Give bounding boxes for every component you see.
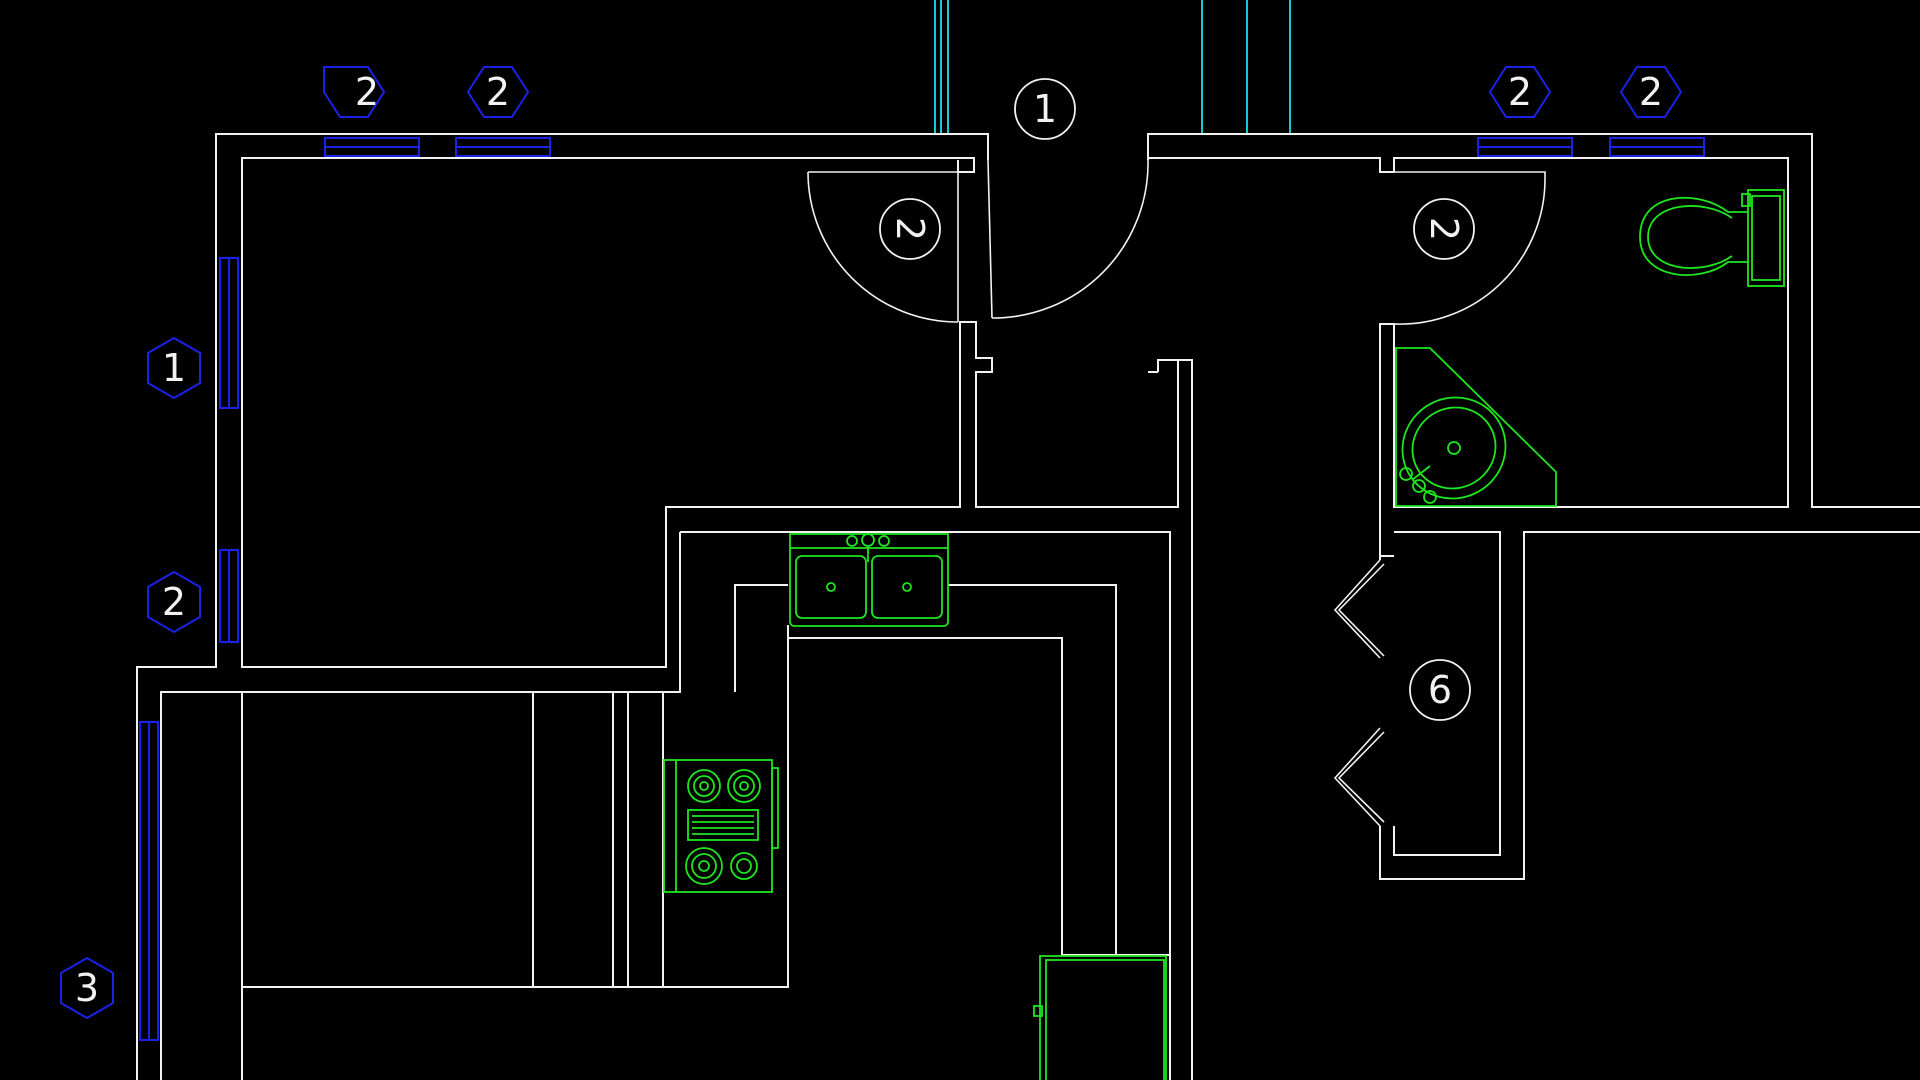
window-top-left-1 — [324, 137, 420, 157]
door-tag-circle[interactable]: 2 — [1413, 198, 1475, 260]
window-tag-hex[interactable]: 3 — [60, 956, 114, 1020]
window-tag-hex[interactable]: 2 — [466, 66, 530, 118]
svg-text:1: 1 — [162, 346, 186, 390]
window-tag-hex[interactable]: 1 — [147, 336, 201, 400]
kitchen-sink-icon — [789, 533, 949, 627]
svg-text:1: 1 — [1033, 87, 1057, 131]
window-left-2 — [219, 549, 239, 643]
bathroom-sink-icon — [1395, 347, 1557, 507]
door-tag-circle[interactable]: 2 — [879, 198, 941, 260]
doors — [807, 134, 1546, 827]
toilet-icon — [1639, 189, 1785, 287]
window-left-1 — [219, 257, 239, 409]
svg-text:2: 2 — [1639, 70, 1663, 114]
refrigerator-icon — [1033, 955, 1167, 1080]
walls — [136, 133, 1920, 1080]
fixtures — [663, 189, 1785, 1080]
svg-text:2: 2 — [486, 70, 510, 114]
svg-text:2: 2 — [1508, 70, 1532, 114]
entry-lines — [934, 0, 1291, 134]
window-left-3 — [139, 721, 159, 1041]
window-tag-hex[interactable]: 2 — [1488, 66, 1552, 118]
window-tags: 2 2 2 2 1 2 3 — [60, 66, 1683, 1020]
door-tags: 1 2 2 6 — [879, 78, 1475, 721]
window-tag-hex[interactable]: 2 — [323, 66, 386, 118]
door-tag-circle[interactable]: 1 — [1014, 78, 1076, 140]
windows — [139, 137, 1705, 1041]
svg-text:2: 2 — [1422, 217, 1466, 241]
window-tag-hex[interactable]: 2 — [1619, 66, 1683, 118]
svg-text:2: 2 — [888, 217, 932, 241]
svg-text:2: 2 — [162, 580, 186, 624]
door-tag-circle[interactable]: 6 — [1409, 659, 1471, 721]
svg-text:6: 6 — [1428, 668, 1452, 712]
window-tag-hex[interactable]: 2 — [147, 570, 201, 634]
window-top-right-1 — [1477, 137, 1573, 157]
svg-text:3: 3 — [75, 966, 99, 1010]
window-top-right-2 — [1609, 137, 1705, 157]
window-top-left-2 — [455, 137, 551, 157]
stove-icon — [663, 759, 779, 893]
svg-text:2: 2 — [355, 70, 379, 114]
